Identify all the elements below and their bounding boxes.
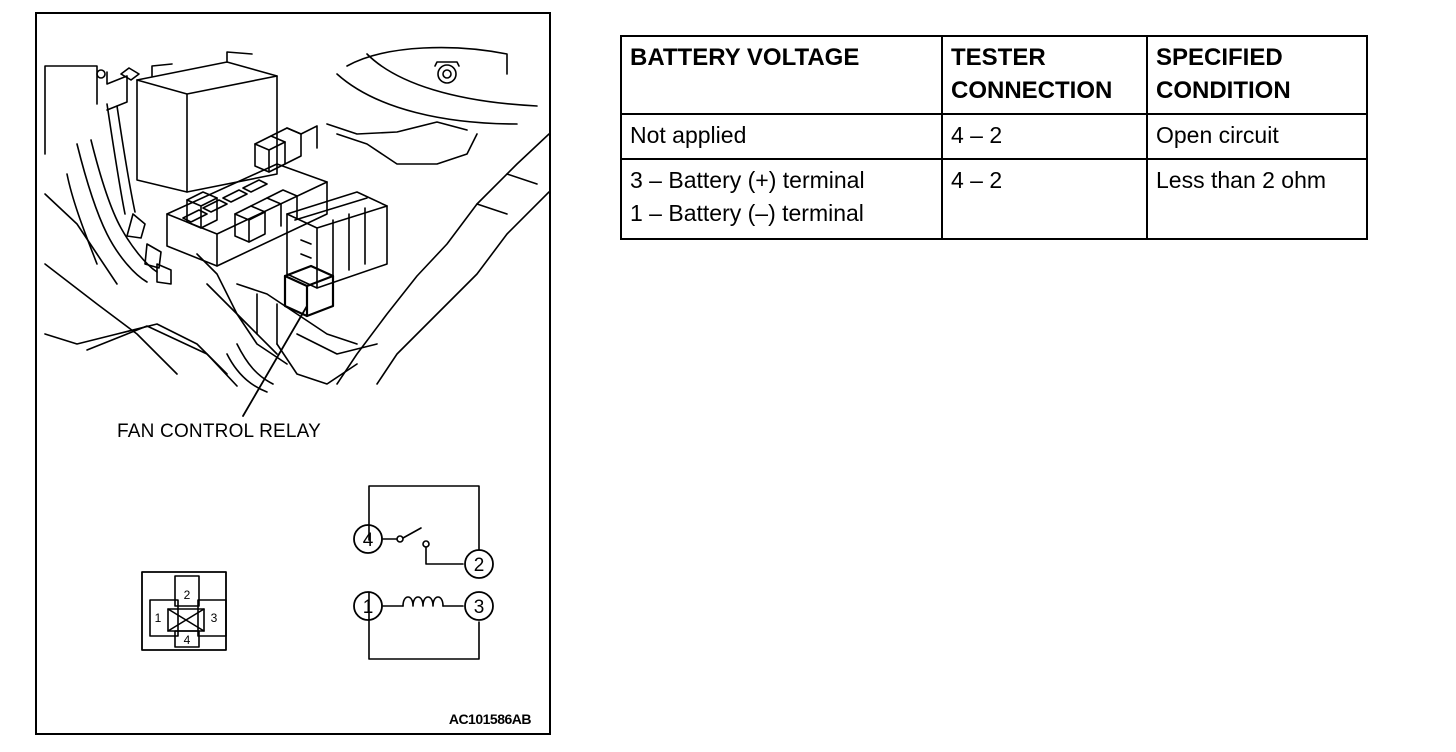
cell-specified-condition: Open circuit (1146, 113, 1368, 160)
header-specified-condition: SPECIFIED CONDITION (1146, 35, 1368, 115)
cell-tester-connection: 4 – 2 (941, 113, 1148, 160)
schematic-pin-4: 4 (363, 530, 374, 551)
engine-bay-illustration: 2 1 3 4 4 2 (44, 46, 549, 660)
connector-pin-1: 1 (155, 611, 162, 625)
cell-battery-voltage: Not applied (620, 113, 943, 160)
fan-control-relay-label: FAN CONTROL RELAY (117, 421, 321, 442)
cell-specified-condition: Less than 2 ohm (1146, 158, 1368, 240)
header-tester-connection: TESTER CONNECTION (941, 35, 1148, 115)
relay-inspection-table: BATTERY VOLTAGE TESTER CONNECTION SPECIF… (620, 35, 1368, 240)
header-battery-voltage: BATTERY VOLTAGE (620, 35, 943, 115)
schematic-pin-labels: 4 2 1 3 (363, 530, 485, 618)
figure-panel: 2 1 3 4 4 2 (35, 12, 551, 735)
table-header-row: BATTERY VOLTAGE TESTER CONNECTION SPECIF… (620, 35, 1368, 115)
schematic-terminal-1 (353, 591, 383, 621)
schematic-terminal-4 (353, 524, 383, 554)
schematic-terminal-2 (464, 549, 494, 579)
connector-pin-3: 3 (211, 611, 218, 625)
cell-battery-voltage: 3 – Battery (+) terminal 1 – Battery (–)… (620, 158, 943, 240)
connector-pin-labels: 2 1 3 4 (155, 588, 218, 647)
table-row: Not applied 4 – 2 Open circuit (620, 113, 1368, 160)
connector-pin-4: 4 (184, 633, 191, 647)
relay-schematic (353, 485, 494, 660)
connector-pin-2: 2 (184, 588, 191, 602)
schematic-pin-3: 3 (474, 597, 485, 618)
schematic-terminal-3 (464, 591, 494, 621)
relay-connector-view (141, 571, 227, 651)
schematic-pin-2: 2 (474, 555, 485, 576)
table-row: 3 – Battery (+) terminal 1 – Battery (–)… (620, 158, 1368, 240)
figure-code: AC101586AB (448, 711, 532, 727)
schematic-pin-1: 1 (363, 597, 374, 618)
cell-tester-connection: 4 – 2 (941, 158, 1148, 240)
engine-compartment-drawing (44, 46, 549, 417)
